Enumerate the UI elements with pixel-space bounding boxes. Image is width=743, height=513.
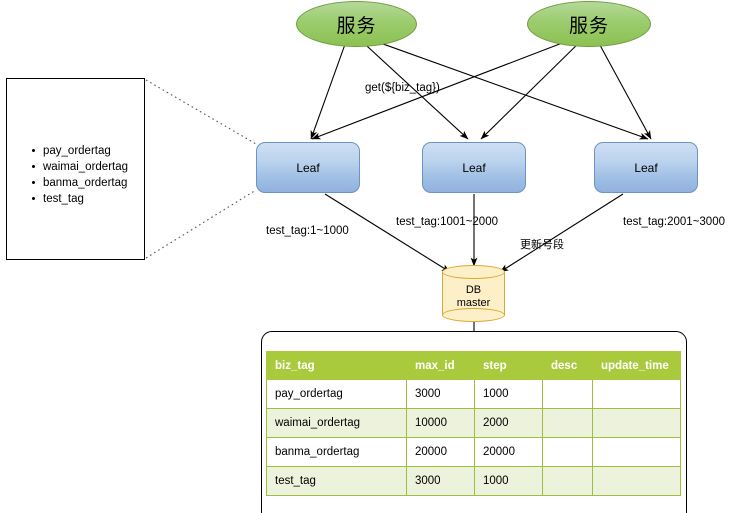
cell-max-id: 3000 (406, 379, 475, 409)
leaf-node-1-label: Leaf (296, 160, 320, 175)
edge-label-segment-3: test_tag:2001~3000 (623, 216, 725, 228)
cell-biz-tag: banma_ordertag (266, 437, 407, 467)
biz-tag-callout-box: pay_ordertag waimai_ordertag banma_order… (6, 78, 145, 260)
leaf-node-1[interactable]: Leaf (256, 142, 360, 193)
column-header-max-id: max_id (406, 351, 475, 380)
list-item: waimai_ordertag (31, 161, 129, 173)
list-item: banma_ordertag (31, 177, 128, 189)
cell-biz-tag: test_tag (266, 466, 407, 496)
db-master-node[interactable]: DB master (442, 265, 505, 322)
db-label-line1: DB (465, 284, 482, 296)
cell-update-time (592, 408, 681, 438)
table-header-row: biz_tag max_id step desc update_time (266, 351, 681, 380)
leaf-node-2[interactable]: Leaf (422, 142, 526, 193)
service-node-1-label: 服务 (336, 14, 377, 37)
table-row: banma_ordertag 20000 20000 (266, 437, 681, 467)
list-item: pay_ordertag (31, 143, 128, 159)
edge-label-segment-2: test_tag:1001~2000 (396, 216, 498, 228)
service-node-1[interactable]: 服务 (296, 1, 417, 47)
cell-max-id: 3000 (406, 466, 475, 496)
edge-label-get-biz-tag: get(${biz_tag}) (365, 82, 440, 94)
list-item: test_tag (31, 191, 128, 207)
cell-step: 1000 (474, 466, 543, 496)
leaf-node-2-label: Leaf (462, 160, 486, 175)
cell-biz-tag: waimai_ordertag (266, 408, 407, 438)
edge-label-segment-1: test_tag:1~1000 (266, 225, 349, 237)
table-row: test_tag 3000 1000 (266, 466, 681, 496)
cell-update-time (592, 379, 681, 409)
cell-biz-tag: pay_ordertag (266, 379, 407, 409)
column-header-desc: desc (542, 351, 593, 380)
db-label-line2: master (456, 297, 491, 309)
cell-step: 1000 (474, 379, 543, 409)
cell-step: 20000 (474, 437, 543, 467)
cell-step: 2000 (474, 408, 543, 438)
leaf-node-3[interactable]: Leaf (594, 142, 698, 193)
service-node-2-label: 服务 (568, 14, 609, 37)
cell-update-time (592, 437, 681, 467)
service-node-2[interactable]: 服务 (527, 1, 651, 47)
leaf-alloc-table: biz_tag max_id step desc update_time pay… (266, 351, 681, 496)
table-row: pay_ordertag 3000 1000 (266, 379, 681, 409)
edge-label-update-segment: 更新号段 (520, 238, 564, 251)
cell-update-time (592, 466, 681, 496)
db-cylinder-bottom (442, 308, 505, 322)
table-frame (261, 331, 687, 513)
cell-max-id: 20000 (406, 437, 475, 467)
leaf-node-3-label: Leaf (634, 160, 658, 175)
column-header-step: step (474, 351, 543, 380)
column-header-biz-tag: biz_tag (266, 351, 407, 380)
cell-desc (542, 466, 593, 496)
cell-desc (542, 408, 593, 438)
biz-tag-list: pay_ordertag waimai_ordertag banma_order… (25, 143, 128, 207)
db-master-label: DB master (442, 279, 505, 315)
cell-desc (542, 379, 593, 409)
column-header-update-time: update_time (592, 351, 681, 380)
cell-max-id: 10000 (406, 408, 475, 438)
db-cylinder-top (442, 265, 505, 279)
table-row: waimai_ordertag 10000 2000 (266, 408, 681, 438)
cell-desc (542, 437, 593, 467)
